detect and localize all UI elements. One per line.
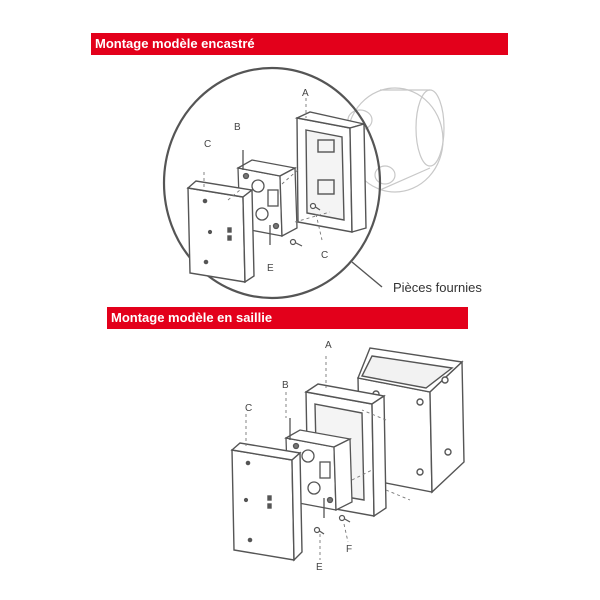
detail-circle — [162, 66, 382, 300]
section-banner-flush-mount: Montage modèle encastré — [91, 33, 508, 55]
surface-mount-diagram: A B C E F — [230, 340, 465, 573]
label-c: C — [204, 139, 211, 150]
mounting-frame-part-a — [294, 111, 367, 233]
label-b: B — [234, 122, 241, 133]
label-a: A — [302, 88, 309, 99]
section-title-flush-mount: Montage modèle encastré — [95, 36, 255, 51]
label-e: E — [316, 562, 323, 573]
assembly-guide-lines — [203, 98, 331, 241]
label-e: E — [267, 263, 274, 274]
label-a: A — [325, 340, 332, 351]
supplied-parts-callout: Pièces fournies — [393, 280, 482, 295]
label-b: B — [282, 380, 289, 391]
screws — [289, 202, 321, 247]
callout-leader-line — [351, 261, 383, 288]
section-title-surface-mount: Montage modèle en saillie — [111, 310, 273, 325]
screws — [313, 514, 351, 535]
flush-mount-diagram: A B C C E Pièces fournies — [162, 66, 482, 300]
label-f: F — [346, 544, 352, 555]
label-c: C — [321, 250, 328, 261]
cover-plate-part-c — [186, 180, 255, 284]
section-banner-surface-mount: Montage modèle en saillie — [107, 307, 468, 329]
cover-plate-part-c — [230, 442, 303, 562]
label-c: C — [245, 403, 252, 414]
assembly-guide-lines — [245, 356, 411, 560]
